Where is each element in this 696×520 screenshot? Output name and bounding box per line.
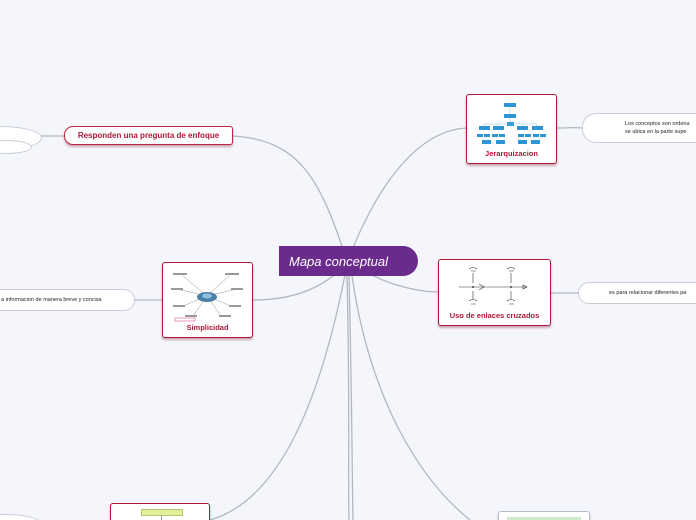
link-bottom-mid-2 <box>348 275 354 520</box>
link-pregunta <box>232 135 346 256</box>
bottom-left-thumbnail <box>141 509 183 516</box>
link-bottom-right <box>351 275 471 520</box>
simplicity-image <box>171 273 243 322</box>
hierarchy-image <box>477 103 546 144</box>
note-jerarquizacion[interactable]: Los conceptos son ordena se ubica en la … <box>582 113 696 143</box>
note-jerarquizacion-line1: Los conceptos son ordena <box>625 121 690 127</box>
topic-simplicidad[interactable]: Simplicidad <box>162 262 253 338</box>
central-topic[interactable]: Mapa conceptual <box>279 246 418 276</box>
bottom-right-thumbnail <box>507 517 581 520</box>
topic-jerarquizacion[interactable]: Jerarquizacion <box>466 94 557 164</box>
link-bottom-left <box>209 274 346 520</box>
cross-links-image <box>459 267 528 305</box>
note-enlaces-text: es para relacionar diferentes pa <box>609 290 687 296</box>
topic-enlaces-cruzados[interactable]: Uso de enlaces cruzados <box>438 259 551 326</box>
topic-enlaces-label: Uso de enlaces cruzados <box>449 311 540 320</box>
topic-simplicidad-label: Simplicidad <box>186 323 229 332</box>
link-bottom-mid-1 <box>346 275 350 520</box>
note-simplicidad-text: a informacion de manera breve y concisa <box>1 297 102 303</box>
topic-bottom-left[interactable] <box>110 503 210 520</box>
central-topic-label: Mapa conceptual <box>289 253 389 269</box>
bottom-left-stem <box>161 515 162 520</box>
topic-pregunta-enfoque[interactable]: Responden una pregunta de enfoque <box>64 126 233 145</box>
topic-bottom-right[interactable] <box>498 511 590 520</box>
topic-pregunta-label: Responden una pregunta de enfoque <box>77 131 220 140</box>
note-enlaces[interactable]: es para relacionar diferentes pa <box>578 282 696 304</box>
note-simplicidad[interactable]: a informacion de manera breve y concisa <box>0 289 135 311</box>
note-jerarquizacion-line2: se ubica en la parte supe <box>625 129 687 135</box>
link-jerarquizacion <box>349 127 468 256</box>
topic-jerarquizacion-label: Jerarquizacion <box>485 149 538 158</box>
